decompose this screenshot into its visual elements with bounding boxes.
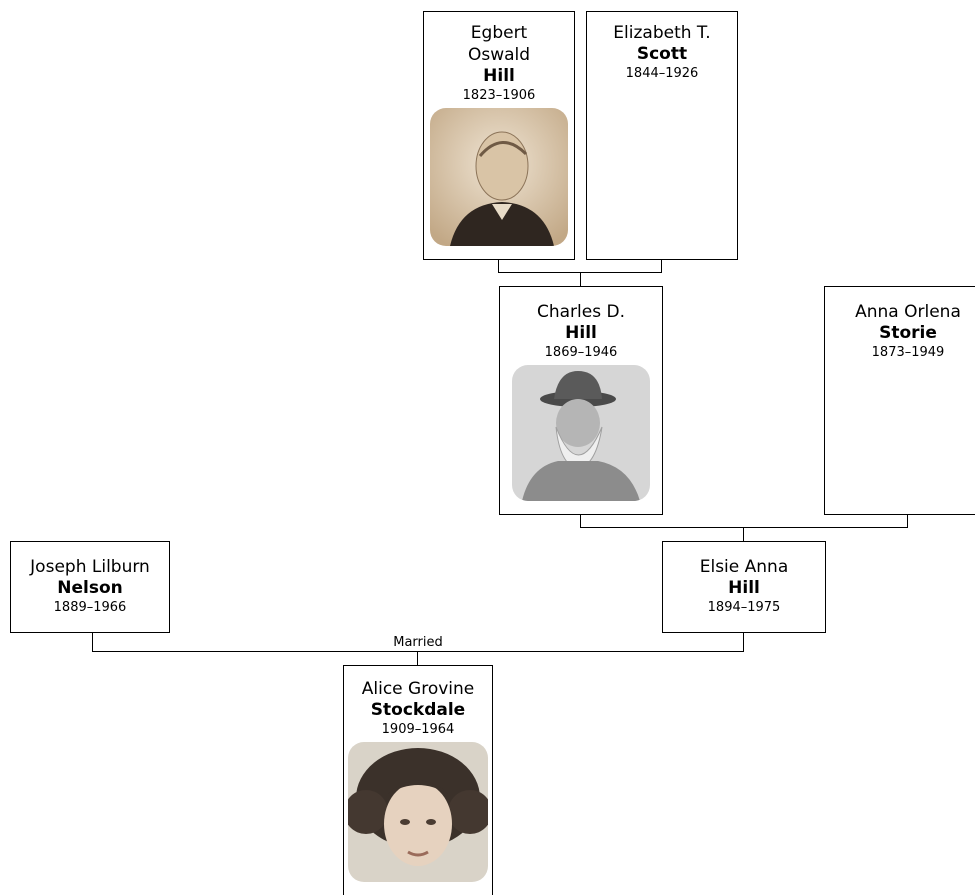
life-dates: 1823–1906 bbox=[462, 88, 536, 103]
surname: Scott bbox=[636, 44, 688, 64]
given-name: Joseph Lilburn bbox=[30, 557, 150, 577]
life-dates: 1889–1966 bbox=[53, 600, 127, 615]
person-card-anna[interactable]: Anna Orlena Storie 1873–1949 bbox=[824, 286, 975, 515]
surname: Hill bbox=[483, 66, 515, 86]
person-card-joseph[interactable]: Joseph Lilburn Nelson 1889–1966 bbox=[10, 541, 170, 633]
life-dates: 1869–1946 bbox=[544, 345, 618, 360]
surname: Nelson bbox=[57, 578, 123, 598]
person-card-charles[interactable]: Charles D. Hill 1869–1946 bbox=[499, 286, 663, 515]
given-name: Charles D. bbox=[537, 302, 625, 322]
surname: Hill bbox=[728, 578, 760, 598]
surname: Hill bbox=[565, 323, 597, 343]
person-card-alice[interactable]: Alice Grovine Stockdale 1909–1964 bbox=[343, 665, 493, 895]
surname: Storie bbox=[879, 323, 937, 343]
given-name: Elsie Anna bbox=[699, 557, 789, 577]
person-card-elizabeth[interactable]: Elizabeth T. Scott 1844–1926 bbox=[586, 11, 738, 260]
given-name: Elizabeth T. bbox=[613, 23, 711, 43]
given-name: Egbert Oswald bbox=[467, 23, 531, 65]
married-label: Married bbox=[393, 635, 443, 650]
surname: Stockdale bbox=[370, 700, 466, 720]
given-name: Alice Grovine bbox=[361, 679, 475, 699]
couple-connector-charles-anna bbox=[580, 514, 908, 528]
portrait-photo bbox=[348, 742, 488, 882]
life-dates: 1873–1949 bbox=[871, 345, 945, 360]
couple-connector-egbert-elizabeth bbox=[498, 259, 662, 273]
life-dates: 1844–1926 bbox=[625, 66, 699, 81]
life-dates: 1894–1975 bbox=[707, 600, 781, 615]
person-card-elsie[interactable]: Elsie Anna Hill 1894–1975 bbox=[662, 541, 826, 633]
portrait-photo bbox=[430, 108, 568, 246]
person-card-egbert[interactable]: Egbert Oswald Hill 1823–1906 bbox=[423, 11, 575, 260]
given-name: Anna Orlena bbox=[855, 302, 961, 322]
portrait-photo bbox=[512, 365, 650, 501]
life-dates: 1909–1964 bbox=[381, 722, 455, 737]
